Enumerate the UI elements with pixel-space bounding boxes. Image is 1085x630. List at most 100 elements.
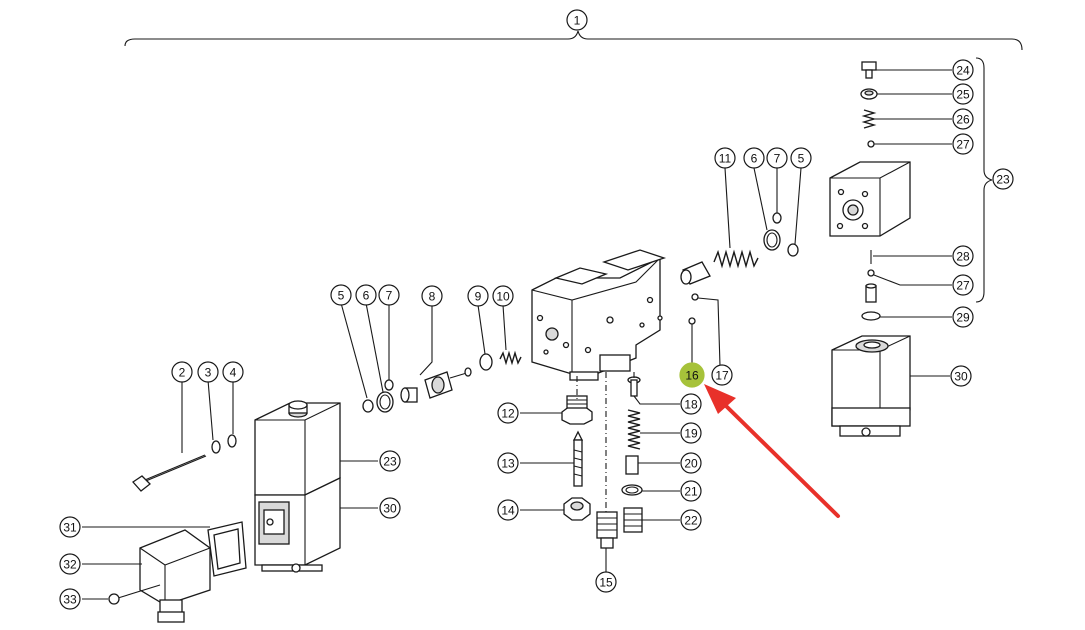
callout-number: 5 (798, 152, 805, 166)
callout-number: 9 (475, 290, 482, 304)
callout-9: 9 (467, 285, 489, 307)
callout-circle (766, 147, 788, 169)
callout-circle (492, 285, 514, 307)
callout-27: 27 (952, 133, 974, 155)
callout-circle (950, 365, 972, 387)
callout-number: 24 (956, 64, 970, 78)
callout-circle (222, 361, 244, 383)
callout-17: 17 (711, 364, 733, 386)
right-brace (975, 57, 993, 303)
callout-circle (379, 450, 401, 472)
plug-right (680, 261, 711, 285)
callout-number: 30 (383, 502, 397, 516)
washer-3 (211, 440, 221, 454)
callout-32: 32 (59, 553, 81, 575)
callout-number: 22 (684, 514, 698, 528)
callout-circle (379, 497, 401, 519)
callout-number: 19 (684, 427, 698, 441)
callout-23: 23 (992, 168, 1014, 190)
o-ring-29 (861, 311, 881, 321)
callout-25: 25 (952, 83, 974, 105)
callout-number: 16 (685, 369, 699, 383)
callout-number: 32 (63, 558, 77, 572)
callout-30: 30 (950, 365, 972, 387)
callout-circle (952, 306, 974, 328)
callout-circle (680, 452, 702, 474)
sleeve-20 (625, 455, 639, 475)
callout-circle (497, 402, 519, 424)
valve-block-23 (829, 161, 911, 237)
spring-26 (861, 109, 877, 129)
callout-12: 12 (497, 402, 519, 424)
o-ring-21 (621, 484, 643, 496)
callout-circle (59, 553, 81, 575)
callout-30: 30 (379, 497, 401, 519)
callout-6: 6 (355, 284, 377, 306)
callout-number: 29 (956, 311, 970, 325)
callout-10: 10 (492, 285, 514, 307)
callout-circle (743, 147, 765, 169)
callout-circle (59, 588, 81, 610)
callout-circle (497, 499, 519, 521)
callout-circle (680, 422, 702, 444)
callout-6: 6 (743, 147, 765, 169)
callout-1: 1 (566, 9, 588, 31)
callout-number: 27 (956, 138, 970, 152)
callout-27: 27 (952, 274, 974, 296)
callout-number: 26 (956, 113, 970, 127)
callout-19: 19 (680, 422, 702, 444)
washer-7-left (384, 379, 394, 391)
callout-circle (711, 364, 733, 386)
callout-number: 10 (496, 290, 510, 304)
spring-10 (499, 350, 522, 366)
callout-circle (992, 168, 1014, 190)
callout-circle (197, 361, 219, 383)
callout-number: 14 (501, 504, 515, 518)
pin-18 (627, 376, 641, 397)
callout-31: 31 (59, 516, 81, 538)
solenoid-valve-left (254, 400, 341, 573)
callout-number: 27 (956, 279, 970, 293)
callout-circle (952, 83, 974, 105)
callout-number: 21 (684, 485, 698, 499)
callout-7: 7 (378, 284, 400, 306)
callout-circle (714, 147, 736, 169)
callout-8: 8 (421, 285, 443, 307)
callout-number: 17 (715, 369, 729, 383)
solenoid-valve-right (831, 335, 911, 437)
piston-8 (400, 367, 472, 403)
callout-28: 28 (952, 245, 974, 267)
fitting-22 (623, 507, 643, 533)
callout-16: 16 (679, 362, 705, 388)
callout-number: 25 (956, 88, 970, 102)
callout-circle (595, 571, 617, 593)
gasket-31 (207, 521, 247, 577)
callout-20: 20 (680, 452, 702, 474)
pointer-arrow (704, 384, 840, 518)
connector-plug-32 (139, 529, 211, 623)
sleeve-right (865, 283, 877, 303)
washer-7-right (772, 212, 782, 224)
callout-22: 22 (680, 509, 702, 531)
callout-circle (497, 452, 519, 474)
callout-circle (421, 285, 443, 307)
ball-16 (688, 317, 696, 325)
valve-body (531, 249, 667, 381)
callout-18: 18 (680, 393, 702, 415)
callout-number: 20 (684, 457, 698, 471)
callout-5: 5 (330, 284, 352, 306)
callout-33: 33 (59, 588, 81, 610)
callout-number: 12 (501, 407, 515, 421)
callout-4: 4 (222, 361, 244, 383)
o-ring-5-left (362, 399, 374, 413)
callout-circle (679, 362, 705, 388)
nut-14 (563, 497, 591, 521)
callout-circle (952, 274, 974, 296)
callout-circle (952, 245, 974, 267)
callout-number: 6 (363, 289, 370, 303)
callout-number: 1 (574, 14, 581, 28)
callout-number: 30 (954, 370, 968, 384)
callout-2: 2 (171, 361, 193, 383)
callout-circle (171, 361, 193, 383)
